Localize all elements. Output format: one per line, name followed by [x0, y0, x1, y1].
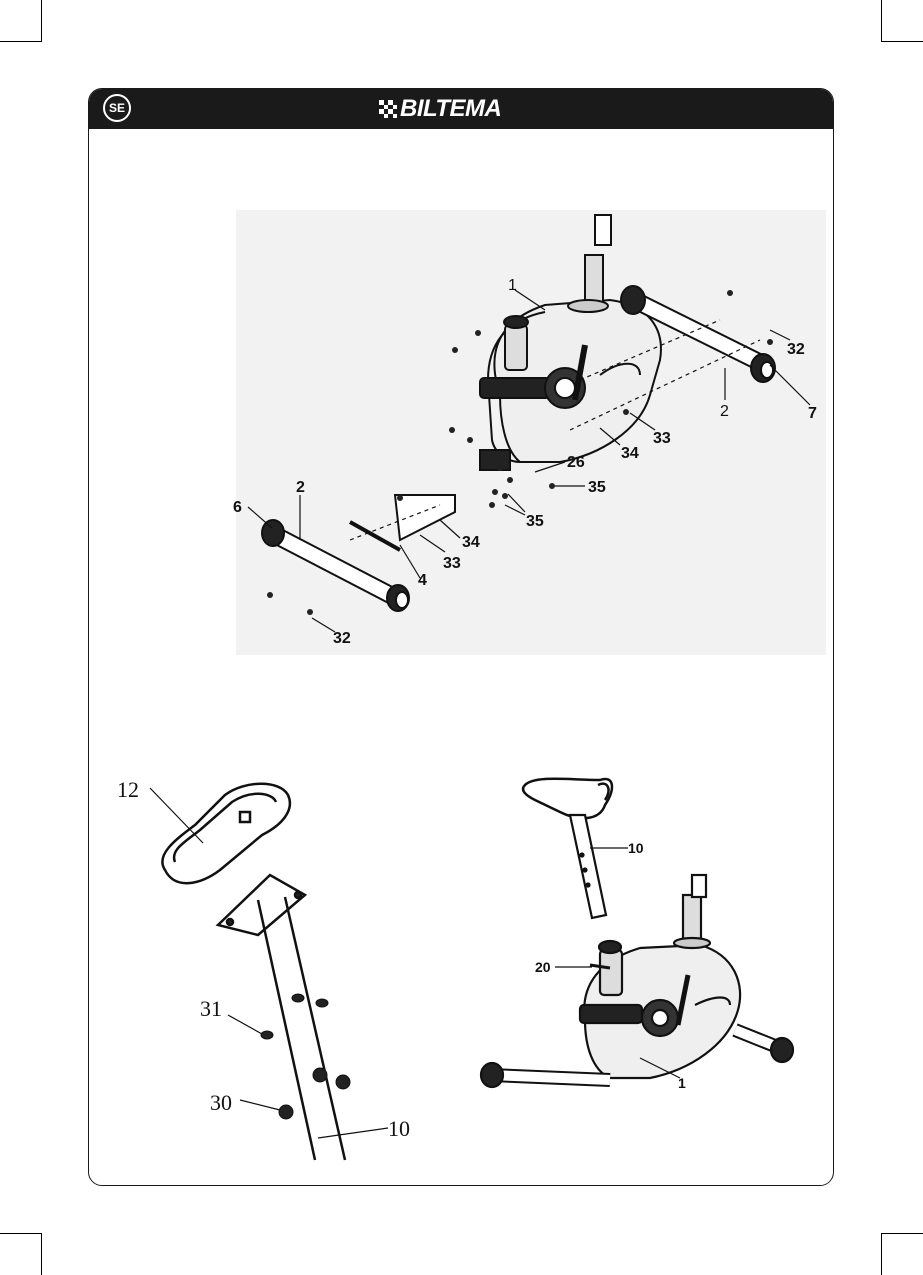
label-10: 10 — [628, 840, 644, 856]
label-20: 20 — [535, 959, 551, 975]
label-1: 1 — [678, 1075, 686, 1091]
seat-post — [570, 815, 606, 918]
bike-body — [481, 875, 793, 1087]
saddle — [523, 779, 612, 818]
